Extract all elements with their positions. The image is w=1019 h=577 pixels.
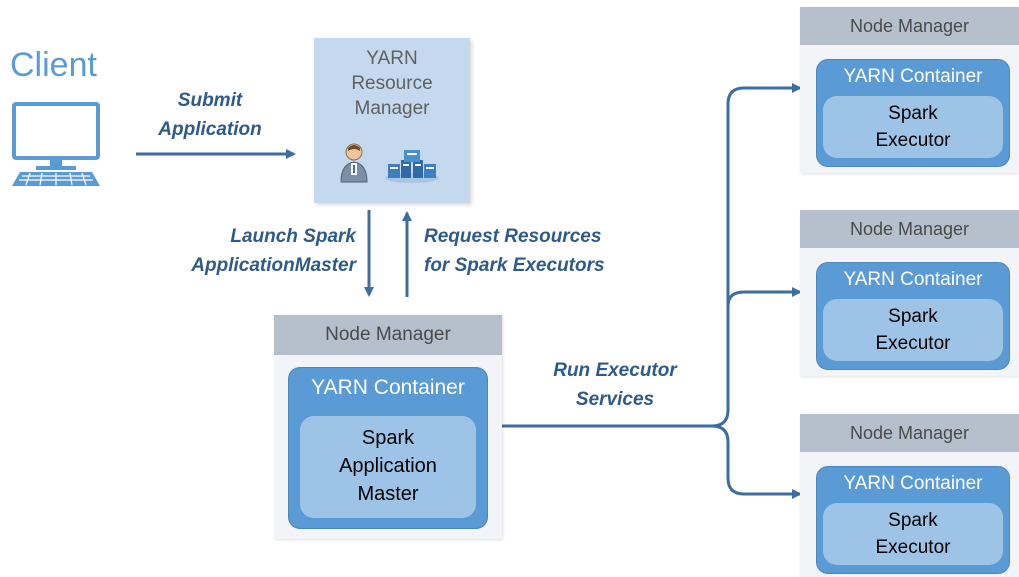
run-executor-line [502, 83, 802, 428]
spark-application-master: Spark Application Master [300, 416, 476, 518]
run-executor-branch-2 [726, 287, 802, 307]
node-manager-executor-2: Node Manager YARN Container Spark Execut… [800, 210, 1019, 376]
user-icon [340, 143, 368, 183]
request-resources-label: Request Resources for Spark Executors [424, 226, 605, 276]
yarn-container: YARN Container Spark Executor [816, 262, 1010, 370]
yarn-container-title: YARN Container [843, 269, 983, 290]
resource-manager-box: YARN Resource Manager [314, 38, 470, 203]
node-manager-app: Node Manager YARN Container Spark Applic… [274, 315, 502, 539]
node-manager-header: Node Manager [800, 7, 1019, 45]
yarn-container: YARN Container Spark Application Master [288, 367, 488, 529]
yarn-container-title: YARN Container [843, 66, 983, 87]
resource-manager-title: YARN Resource Manager [351, 48, 433, 119]
spark-executor: Spark Executor [823, 96, 1003, 158]
node-manager-header: Node Manager [800, 414, 1019, 452]
run-executor-label: Run Executor Services [553, 360, 677, 410]
node-manager-executor-1: Node Manager YARN Container Spark Execut… [800, 7, 1019, 173]
spark-executor: Spark Executor [823, 503, 1003, 565]
computer-icon [12, 102, 100, 186]
spark-executor: Spark Executor [823, 299, 1003, 361]
node-manager-header: Node Manager [274, 315, 502, 355]
run-executor-branch-3 [711, 424, 802, 499]
node-manager-executor-3: Node Manager YARN Container Spark Execut… [800, 414, 1019, 577]
node-manager-header: Node Manager [800, 210, 1019, 248]
servers-icon [385, 150, 439, 183]
yarn-container: YARN Container Spark Executor [816, 466, 1010, 574]
yarn-container-title: YARN Container [843, 473, 983, 494]
client-title: Client [10, 46, 97, 84]
yarn-container-title: YARN Container [311, 376, 465, 399]
launch-appmaster-label: Launch Spark ApplicationMaster [191, 226, 356, 276]
yarn-container: YARN Container Spark Executor [816, 59, 1010, 167]
submit-application-label: Submit Application [158, 90, 262, 140]
